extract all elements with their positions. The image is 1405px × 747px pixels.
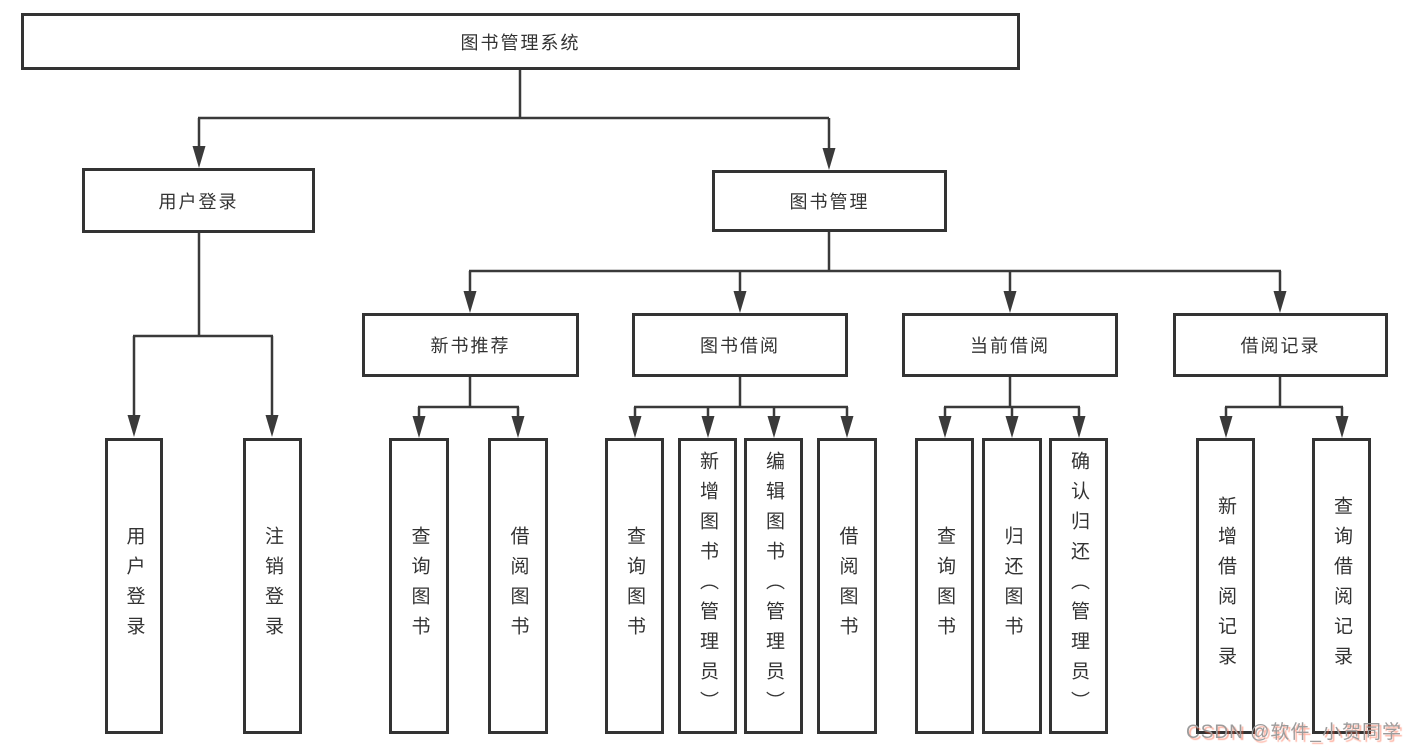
leaf-edit-book-admin: 编辑图书（管理员） [744,438,803,734]
node-label: 查询图书 [408,526,430,646]
leaf-add-borrow-record: 新增借阅记录 [1196,438,1255,734]
leaf-user-login: 用户登录 [105,438,163,734]
node-label: 借阅图书 [836,526,858,646]
leaf-borrow-books-recommend: 借阅图书 [488,438,548,734]
node-label: 图书管理系统 [460,32,581,53]
node-label: 注销登录 [262,526,283,646]
node-label: 归还图书 [1001,526,1023,646]
leaf-borrow-books: 借阅图书 [817,438,877,734]
node-label: 借阅记录 [1240,336,1321,356]
node-label: 查询借阅记录 [1331,496,1352,676]
node-new-book-recommendation: 新书推荐 [362,313,579,377]
leaf-query-books-current: 查询图书 [915,438,974,734]
node-label: 用户登录 [158,191,239,212]
node-label: 用户登录 [123,526,145,646]
node-label: 新增借阅记录 [1215,496,1236,676]
csdn-watermark: CSDN @软件_小贺同学 [1186,722,1402,743]
node-borrowing-records: 借阅记录 [1173,313,1388,377]
leaf-query-borrow-record: 查询借阅记录 [1312,438,1371,734]
leaf-query-books-borrowing: 查询图书 [605,438,664,734]
node-user-login: 用户登录 [82,168,315,233]
node-book-management: 图书管理 [712,170,947,232]
leaf-query-books-recommend: 查询图书 [389,438,449,734]
node-book-borrowing: 图书借阅 [632,313,848,377]
leaf-logout: 注销登录 [243,438,302,734]
node-label: 图书管理 [789,192,870,212]
node-label: 确认归还（管理员） [1068,451,1089,721]
node-label: 编辑图书（管理员） [763,451,784,721]
node-label: 查询图书 [624,526,645,646]
node-current-borrowing: 当前借阅 [902,313,1118,377]
node-label: 新书推荐 [430,336,511,356]
node-label: 查询图书 [934,526,955,646]
leaf-confirm-return-admin: 确认归还（管理员） [1049,438,1108,734]
leaf-add-book-admin: 新增图书（管理员） [678,438,737,734]
node-label: 当前借阅 [970,336,1050,356]
node-library-management-system: 图书管理系统 [21,13,1020,70]
node-label: 图书借阅 [700,336,780,356]
node-label: 新增图书（管理员） [697,451,718,721]
leaf-return-books: 归还图书 [982,438,1042,734]
node-label: 借阅图书 [507,526,529,646]
